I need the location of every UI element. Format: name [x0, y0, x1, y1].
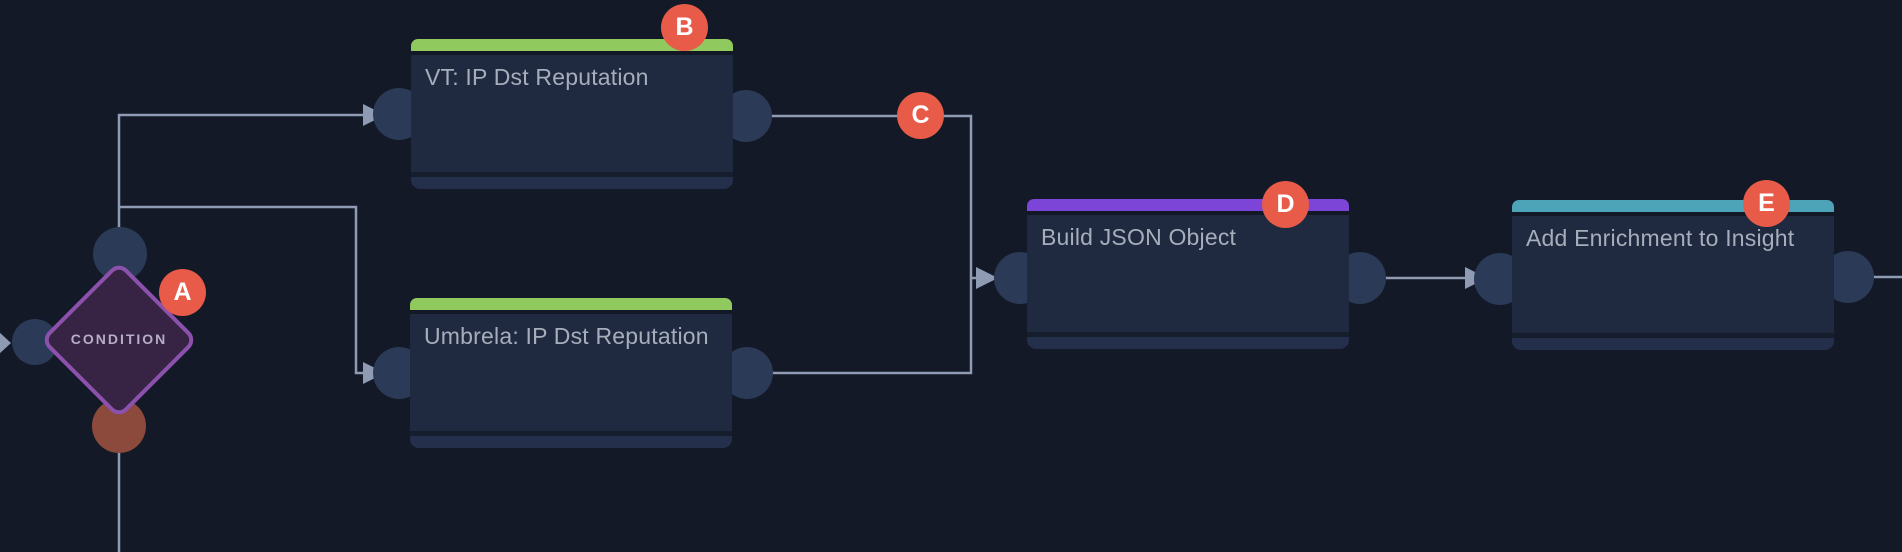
annotation-badge-b: B	[661, 4, 708, 51]
arrowhead-into-condition	[0, 332, 11, 354]
edge-vt-to-junction	[747, 114, 977, 280]
node-build-json-object[interactable]: Build JSON Object	[1027, 199, 1349, 349]
node-title: Build JSON Object	[1041, 224, 1237, 250]
node-umbrella-ip-dst-reputation[interactable]: Umbrela: IP Dst Reputation	[410, 298, 732, 448]
node-title: VT: IP Dst Reputation	[425, 64, 649, 90]
node-divider	[410, 431, 732, 436]
node-footer	[1027, 337, 1349, 349]
node-footer	[410, 436, 732, 448]
edge-condition-to-vt	[117, 113, 364, 252]
node-accent-bar	[410, 298, 732, 310]
node-divider	[1027, 332, 1349, 337]
node-title: Umbrela: IP Dst Reputation	[424, 323, 709, 349]
node-title: Add Enrichment to Insight	[1526, 225, 1795, 251]
annotation-badge-a: A	[159, 269, 206, 316]
condition-node-label: CONDITION	[70, 331, 168, 347]
annotation-badge-c: C	[897, 92, 944, 139]
node-footer	[1512, 338, 1834, 350]
annotation-badge-d: D	[1262, 181, 1309, 228]
node-vt-ip-dst-reputation[interactable]: VT: IP Dst Reputation	[411, 39, 733, 189]
node-accent-bar	[411, 39, 733, 51]
node-divider	[411, 172, 733, 177]
node-footer	[411, 177, 733, 189]
edge-condition-to-umbrella	[119, 205, 364, 375]
annotation-badge-e: E	[1743, 180, 1790, 227]
arrowhead-into-build	[976, 267, 998, 289]
edge-umbrella-to-junction	[748, 279, 973, 375]
node-add-enrichment-to-insight[interactable]: Add Enrichment to Insight	[1512, 200, 1834, 350]
node-divider	[1512, 333, 1834, 338]
